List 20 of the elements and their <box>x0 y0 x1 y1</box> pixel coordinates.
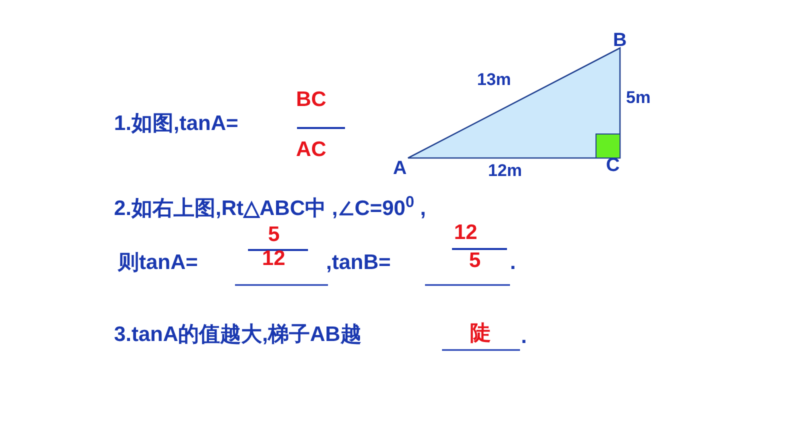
side-length-label: 12m <box>488 162 522 179</box>
question-text: . <box>521 326 527 347</box>
answer-text: 12 <box>454 222 478 243</box>
vertex-label: C <box>606 156 620 175</box>
answer-text: 5 <box>268 224 280 245</box>
question-text: 则tanA= <box>118 252 198 273</box>
question-text: . <box>510 252 516 273</box>
question-text: 1.如图,tanA= <box>114 113 238 134</box>
answer-text: AC <box>296 139 326 160</box>
answer-text: 陡 <box>470 323 491 344</box>
question-text: 3.tanA的值越大,梯子AB越 <box>114 324 362 345</box>
question-text: ,tanB= <box>326 252 391 273</box>
side-length-label: 5m <box>626 89 651 106</box>
answer-text: 5 <box>469 250 481 271</box>
answer-text: BC <box>296 89 326 110</box>
question-text: 2.如右上图,Rt△ABC中 ,∠C=90$^{0}$ , <box>114 198 426 219</box>
vertex-label: A <box>393 159 407 178</box>
vertex-label: B <box>613 31 627 50</box>
answer-text: 12 <box>262 248 286 269</box>
side-length-label: 13m <box>477 71 512 88</box>
